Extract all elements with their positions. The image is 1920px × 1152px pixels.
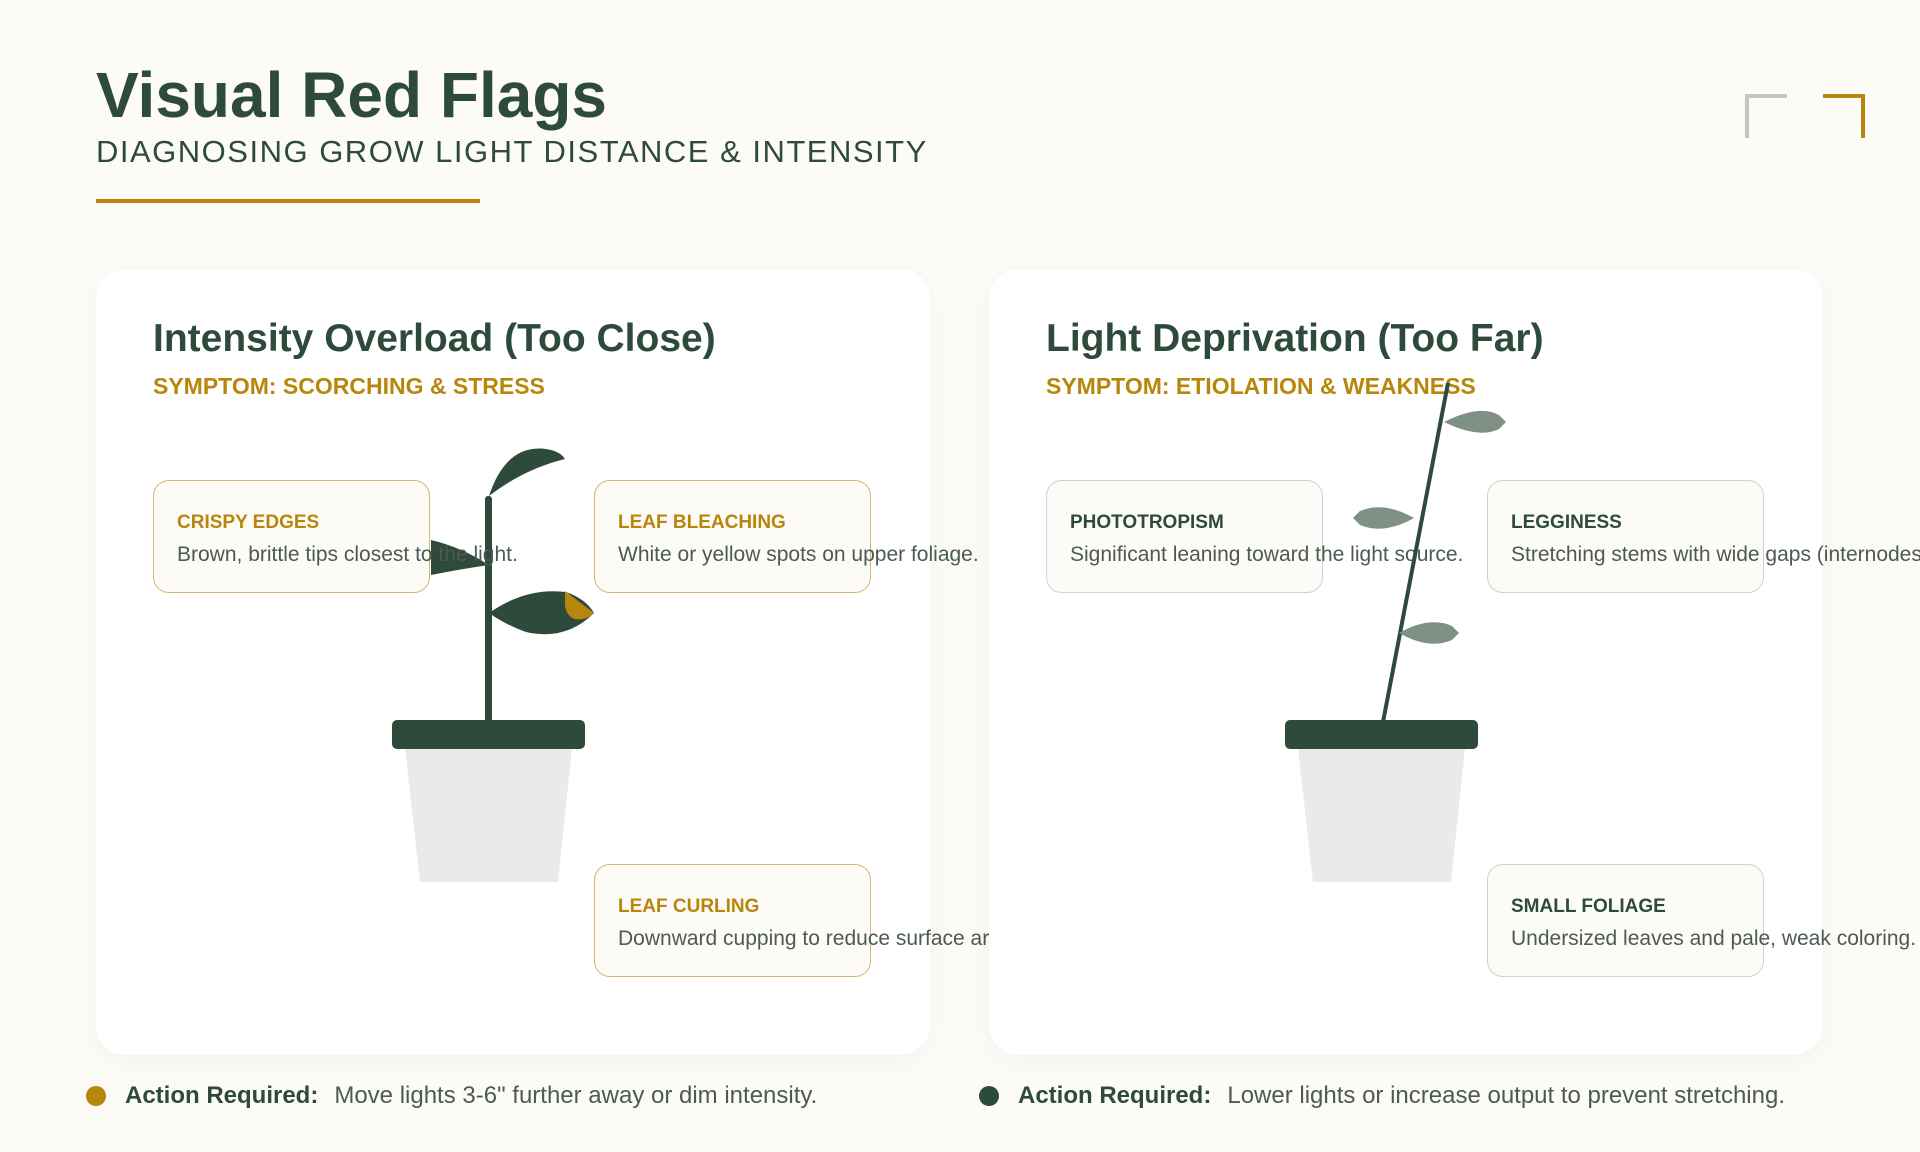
symptom-card: SMALL FOLIAGE Undersized leaves and pale… — [1487, 864, 1916, 977]
panel-title: Light Deprivation (Too Far) — [1046, 317, 1544, 360]
action-text: Lower lights or increase output to preve… — [1227, 1082, 1785, 1109]
symptom-card: LEAF BLEACHING White or yellow spots on … — [594, 480, 979, 593]
pale-leaf — [1353, 507, 1414, 529]
stem — [485, 496, 492, 724]
symptom-label: PHOTOTROPISM — [1070, 512, 1224, 533]
panel-too-far: Light Deprivation (Too Far) SYMPTOM: ETI… — [989, 269, 1920, 1055]
pale-leaf — [1399, 622, 1459, 644]
symptom-label: LEAF BLEACHING — [618, 512, 786, 533]
status-dot-icon — [979, 1086, 999, 1106]
pale-leaf — [1444, 410, 1506, 433]
symptom-card: PHOTOTROPISM Significant leaning toward … — [1046, 480, 1463, 593]
page-title: Visual Red Flags — [96, 59, 607, 131]
symptom-label: SMALL FOLIAGE — [1511, 896, 1666, 917]
symptom-desc: White or yellow spots on upper foliage. — [618, 543, 979, 566]
symptom-desc: Downward cupping to reduce surface ar — [618, 927, 990, 950]
corner-bracket-icon — [1745, 94, 1787, 138]
symptom-label: CRISPY EDGES — [177, 512, 320, 533]
symptom-label: LEAF CURLING — [618, 896, 760, 917]
scorched-leaf-tip — [565, 591, 594, 620]
corner-bracket-icon — [1823, 94, 1865, 138]
symptom-desc: Undersized leaves and pale, weak colorin… — [1511, 927, 1917, 950]
symptom-card: LEAF CURLING Downward cupping to reduce … — [594, 864, 989, 977]
action-note-too-far: Action Required: Lower lights or increas… — [979, 1082, 1785, 1110]
action-label: Action Required: — [1018, 1082, 1212, 1109]
scorched-plant-illustration — [392, 448, 594, 882]
symptom-desc: Brown, brittle tips closest to the light… — [177, 543, 518, 566]
action-note-too-close: Action Required: Move lights 3-6" furthe… — [86, 1082, 817, 1110]
title-underline — [96, 199, 480, 203]
panel-symptom: SYMPTOM: SCORCHING & STRESS — [153, 373, 545, 399]
symptom-desc: Significant leaning toward the light sou… — [1070, 543, 1464, 566]
status-dot-icon — [86, 1086, 106, 1106]
panel-title: Intensity Overload (Too Close) — [153, 317, 716, 360]
symptom-card: LEGGINESS Stretching stems with wide gap… — [1487, 480, 1920, 593]
pot-body — [1298, 748, 1465, 882]
symptom-card: CRISPY EDGES Brown, brittle tips closest… — [153, 480, 518, 593]
pot-body — [405, 748, 572, 882]
page-subtitle: DIAGNOSING GROW LIGHT DISTANCE & INTENSI… — [96, 134, 928, 169]
symptom-label: LEGGINESS — [1511, 512, 1622, 533]
pot-rim — [1285, 720, 1478, 749]
action-label: Action Required: — [125, 1082, 319, 1109]
left-leaf — [431, 540, 489, 575]
top-leaf — [489, 448, 565, 496]
symptom-desc: Stretching stems with wide gaps (interno… — [1511, 543, 1920, 566]
pot-rim — [392, 720, 585, 749]
panel-too-close: Intensity Overload (Too Close) SYMPTOM: … — [96, 269, 989, 1055]
panel-symptom: SYMPTOM: ETIOLATION & WEAKNESS — [1046, 373, 1476, 399]
action-text: Move lights 3-6" further away or dim int… — [334, 1082, 818, 1109]
